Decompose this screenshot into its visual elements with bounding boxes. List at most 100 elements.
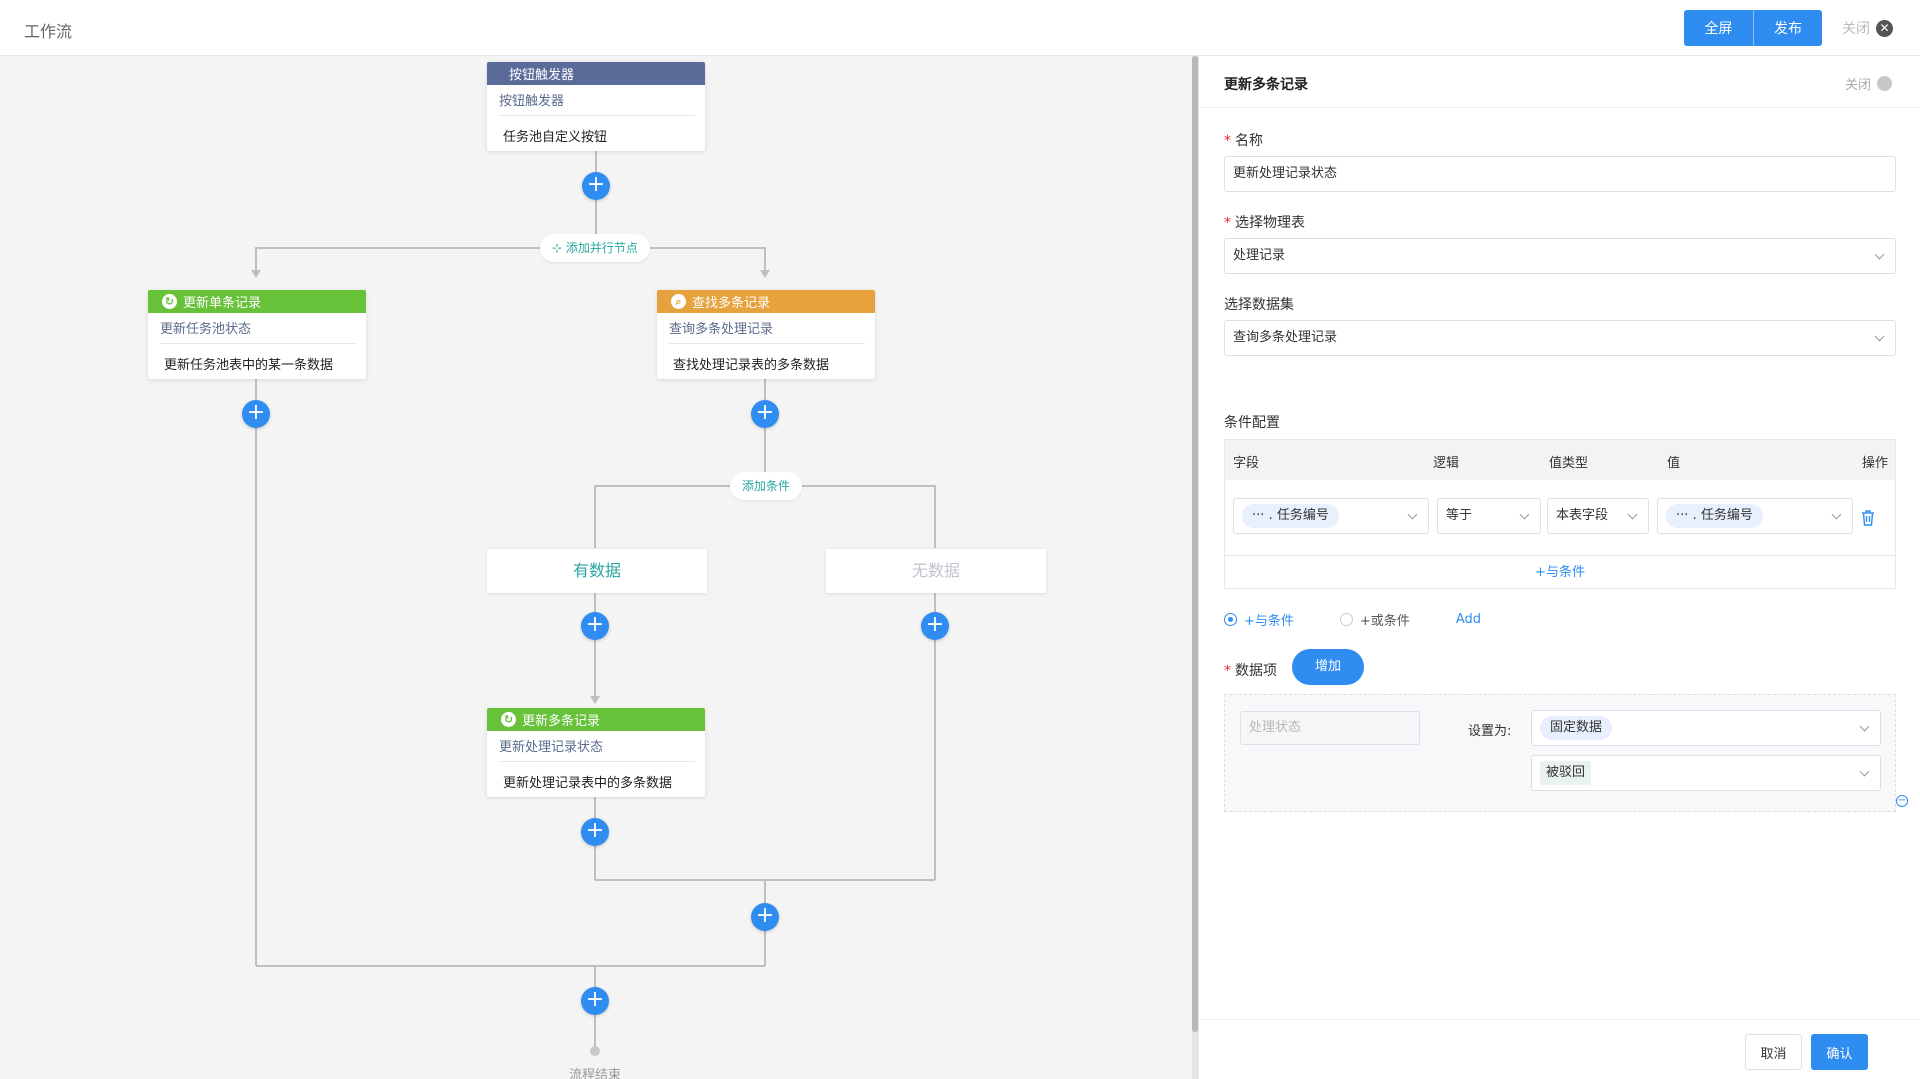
condition-config-label: 条件配置	[1224, 415, 1280, 431]
search-icon: ⌕	[671, 294, 686, 309]
set-as-label: 设置为:	[1468, 724, 1512, 739]
end-dot	[590, 1046, 600, 1056]
update-multi-node[interactable]: ↻ 更新多条记录 更新处理记录状态 更新处理记录表中的多条数据	[487, 708, 705, 797]
add-data-item-button[interactable]: 增加	[1292, 649, 1364, 685]
col-value-type: 值类型	[1549, 456, 1589, 471]
branch-no-data[interactable]: 无数据	[826, 549, 1046, 593]
name-input[interactable]: 更新处理记录状态	[1224, 156, 1896, 192]
radio-and[interactable]	[1224, 613, 1237, 626]
add-node-button[interactable]: +	[751, 400, 779, 428]
add-condition-button[interactable]: 添加条件	[730, 472, 803, 500]
radio-and-label[interactable]: +与条件	[1244, 614, 1294, 629]
set-type-tag: 固定数据	[1540, 716, 1613, 740]
update-multi-subtitle: 更新处理记录状态	[499, 736, 695, 762]
add-node-button[interactable]: +	[581, 612, 609, 640]
close-workflow-button[interactable]: 关闭 ✕	[1842, 18, 1893, 38]
trigger-node-header: 按钮触发器	[487, 62, 705, 85]
condition-valtype-select[interactable]: 本表字段	[1547, 498, 1649, 534]
data-items-label: *数据项	[1224, 663, 1277, 679]
col-value: 值	[1667, 456, 1681, 471]
find-multi-node[interactable]: ⌕ 查找多条记录 查询多条处理记录 查找处理记录表的多条数据	[657, 290, 875, 379]
dataset-label: 选择数据集	[1224, 297, 1294, 313]
panel-footer: 取消 确认	[1199, 1019, 1920, 1079]
find-multi-title: 查找多条记录	[692, 296, 771, 311]
field-tag: ··· . 任务编号	[1242, 504, 1339, 528]
update-multi-title: 更新多条记录	[522, 714, 601, 729]
panel-close-button[interactable]: 关闭	[1845, 74, 1893, 93]
condition-field-select[interactable]: ··· . 任务编号	[1233, 498, 1429, 534]
chevron-down-icon	[1407, 509, 1418, 520]
header-button-group: 全屏 发布	[1684, 10, 1822, 46]
radio-or[interactable]	[1339, 613, 1353, 626]
close-label: 关闭	[1842, 21, 1870, 37]
find-multi-description: 查找处理记录表的多条数据	[673, 358, 830, 373]
update-single-header: ↻ 更新单条记录	[148, 290, 366, 313]
set-value-select[interactable]: 被驳回	[1531, 755, 1881, 791]
confirm-button[interactable]: 确认	[1811, 1034, 1868, 1070]
col-operation: 操作	[1862, 456, 1889, 471]
trash-icon[interactable]	[1861, 510, 1875, 526]
find-multi-subtitle: 查询多条处理记录	[669, 318, 865, 344]
chevron-down-icon	[1874, 249, 1885, 260]
logic-value: 等于	[1446, 508, 1473, 523]
radio-or-label[interactable]: +或条件	[1359, 614, 1410, 629]
update-single-title: 更新单条记录	[183, 296, 262, 311]
top-bar: 工作流 全屏 发布 关闭 ✕	[0, 0, 1920, 56]
chevron-down-icon	[1831, 509, 1842, 520]
fullscreen-button[interactable]: 全屏	[1684, 10, 1753, 46]
chevron-down-icon	[1519, 509, 1530, 520]
update-single-node[interactable]: ↻ 更新单条记录 更新任务池状态 更新任务池表中的某一条数据	[148, 290, 366, 379]
add-parallel-label: 添加并行节点	[565, 241, 638, 255]
canvas-scrollbar[interactable]	[1192, 56, 1198, 1079]
add-link[interactable]: Add	[1455, 612, 1481, 627]
publish-button[interactable]: 发布	[1753, 10, 1822, 46]
add-node-button[interactable]: +	[751, 903, 779, 931]
dataset-select[interactable]: 查询多条处理记录	[1224, 320, 1896, 356]
end-label: 流程结束	[569, 1068, 622, 1079]
panel-title: 更新多条记录	[1224, 77, 1308, 93]
add-node-button[interactable]: +	[581, 987, 609, 1015]
update-single-description: 更新任务池表中的某一条数据	[164, 358, 334, 373]
cancel-button[interactable]: 取消	[1745, 1034, 1802, 1070]
condition-table-header: 字段 逻辑 值类型 值 操作	[1225, 440, 1895, 480]
add-node-button[interactable]: +	[242, 400, 270, 428]
find-multi-header: ⌕ 查找多条记录	[657, 290, 875, 313]
condition-logic-select[interactable]: 等于	[1437, 498, 1541, 534]
add-node-button[interactable]: +	[581, 818, 609, 846]
col-logic: 逻辑	[1433, 456, 1460, 471]
valtype-value: 本表字段	[1556, 508, 1609, 523]
chevron-down-icon	[1874, 331, 1885, 342]
item-field-input[interactable]: 处理状态	[1240, 711, 1420, 745]
app-title: 工作流	[24, 22, 73, 41]
update-multi-header: ↻ 更新多条记录	[487, 708, 705, 731]
close-icon	[1877, 76, 1893, 91]
add-and-condition-link[interactable]: +与条件	[1225, 555, 1895, 590]
branch-icon: ⊹	[552, 241, 566, 255]
add-node-button[interactable]: +	[921, 612, 949, 640]
condition-mode-radios: +与条件 +或条件 Add	[1224, 610, 1481, 629]
remove-item-icon[interactable]: −	[1896, 795, 1908, 807]
col-field: 字段	[1233, 456, 1260, 471]
table-select[interactable]: 处理记录	[1224, 238, 1896, 274]
refresh-icon: ↻	[162, 294, 177, 309]
set-type-select[interactable]: 固定数据	[1531, 710, 1881, 746]
panel-header: 更新多条记录 关闭	[1199, 56, 1920, 108]
set-value-tag: 被驳回	[1540, 761, 1592, 785]
chevron-down-icon	[1859, 766, 1870, 777]
chevron-down-icon	[1627, 509, 1638, 520]
table-select-value: 处理记录	[1233, 248, 1286, 263]
branch-has-data[interactable]: 有数据	[487, 549, 707, 593]
value-tag: ··· . 任务编号	[1666, 504, 1763, 528]
workflow-canvas[interactable]: 按钮触发器 按钮触发器 任务池自定义按钮 + ⊹ 添加并行节点 ↻ 更新单条记录…	[0, 56, 1192, 1079]
condition-value-select[interactable]: ··· . 任务编号	[1657, 498, 1853, 534]
trigger-node[interactable]: 按钮触发器 按钮触发器 任务池自定义按钮	[487, 62, 705, 151]
add-parallel-node-button[interactable]: ⊹ 添加并行节点	[540, 234, 650, 262]
update-multi-description: 更新处理记录表中的多条数据	[503, 776, 673, 791]
data-item-box: 处理状态 设置为: 固定数据 被驳回 −	[1224, 694, 1908, 812]
panel-close-label: 关闭	[1845, 78, 1872, 93]
scrollbar-thumb[interactable]	[1192, 56, 1198, 1032]
condition-table: 字段 逻辑 值类型 值 操作 ··· . 任务编号 等于 本表字段 ··· . …	[1224, 439, 1896, 589]
properties-panel: 更新多条记录 关闭 *名称 更新处理记录状态 *选择物理表 处理记录 选择数据集…	[1198, 56, 1920, 1079]
trigger-node-description: 任务池自定义按钮	[503, 130, 608, 145]
add-node-button[interactable]: +	[582, 172, 610, 200]
